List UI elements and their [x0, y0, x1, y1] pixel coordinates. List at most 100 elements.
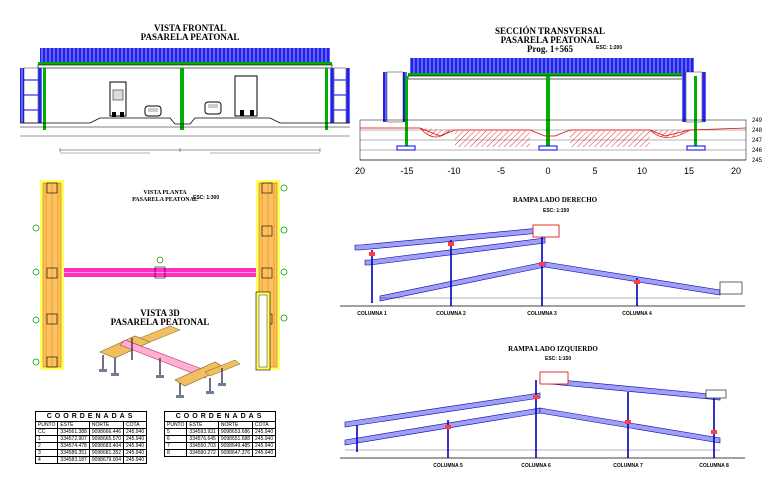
table-cell: 334593.931: [186, 428, 219, 436]
table-cell: 245.940: [123, 442, 148, 450]
seccion-x-tick: 5: [592, 166, 597, 176]
seccion-esc: ESC: 1:200: [596, 45, 623, 51]
rampa-izq-upper: [344, 392, 541, 428]
rampa-izq-title: RAMPA LADO IZQUIERDO: [508, 345, 598, 353]
table-cell: 9098679.004: [88, 456, 125, 464]
columna-label: COLUMNA 7: [613, 463, 643, 469]
seccion-title-line1: SECCIÓN TRANSVERSAL: [494, 26, 606, 36]
columna-label: COLUMNA 2: [436, 311, 466, 317]
table-cell: 9098653.686: [217, 428, 254, 436]
coord-col-header: COTA: [123, 421, 148, 429]
rampa-der-esc: ESC: 1:150: [543, 208, 570, 214]
rampa-izq-esc: ESC: 1:150: [545, 356, 572, 362]
seccion-prog: Prog. 1+565: [527, 44, 573, 54]
vista3d-title: VISTA 3D PASARELA PEATONAL: [95, 309, 225, 327]
table-cell: 245.940: [252, 428, 277, 436]
columna-label: COLUMNA 5: [433, 463, 463, 469]
table-cell: 245.940: [123, 449, 148, 457]
table-cell: 8: [163, 449, 188, 457]
seccion-hatch-right: [570, 131, 650, 147]
table-cell: 245.940: [123, 456, 148, 464]
seccion-y-tick: 247: [752, 138, 763, 144]
coord-col-header: PUNTO: [163, 421, 188, 429]
frontal-view: [20, 48, 350, 154]
frontal-deck-beam: [38, 62, 332, 65]
coord-col-header: ESTE: [186, 421, 219, 429]
table-cell: 245.940: [252, 442, 277, 450]
table-cell: CC: [34, 428, 59, 436]
table-cell: 334550.703: [186, 442, 219, 450]
planta-title-line1: VISTA PLANTA: [143, 190, 187, 196]
rampa-der-view: [340, 224, 745, 307]
table-cell: 5: [163, 428, 188, 436]
table-cell: 334576.645: [186, 435, 219, 443]
table-cell: 334586.351: [57, 449, 90, 457]
coord-col-header: NORTE: [217, 421, 254, 429]
seccion-deck-railing: [410, 58, 694, 74]
table-cell: 9098647.376: [217, 449, 254, 457]
table-cell: 9098683.404: [88, 442, 125, 450]
table-cell: 334572.907: [57, 435, 90, 443]
coord-col-header: ESTE: [57, 421, 90, 429]
table-cell: 245.940: [252, 449, 277, 457]
columna-label: COLUMNA 6: [521, 463, 551, 469]
seccion-x-tick: 0: [545, 166, 550, 176]
seccion-y-tick: 249: [752, 118, 763, 124]
frontal-center-column: [180, 68, 184, 130]
table-cell: 9098666.446: [88, 428, 125, 436]
seccion-y-tick: 246: [752, 148, 763, 154]
table-cell: 334574.478: [57, 442, 90, 450]
seccion-y-tick: 248: [752, 128, 763, 134]
planta-title-line2: PASARELA PEATONAL: [132, 197, 198, 203]
table-cell: 1: [34, 435, 59, 443]
columna-label: COLUMNA 1: [357, 311, 387, 317]
table-cell: 9098649.485: [217, 442, 254, 450]
rampa-izq-view: [340, 371, 745, 459]
frontal-title: VISTA FRONTAL PASARELA PEATONAL: [120, 24, 260, 42]
truck-right: [234, 75, 258, 117]
coord-header-right: COORDENADAS: [163, 411, 277, 422]
seccion-x-tick: 15: [684, 166, 694, 176]
columna-label: COLUMNA 4: [622, 311, 652, 317]
frontal-deck-railing: [40, 48, 330, 64]
table-cell: 6: [163, 435, 188, 443]
table-cell: 245.940: [123, 435, 148, 443]
planta-title: VISTA PLANTA PASARELA PEATONAL: [115, 190, 215, 204]
car-left: [144, 105, 162, 117]
rampa-der-columns: COLUMNA 1 COLUMNA 2 COLUMNA 3 COLUMNA 4: [357, 311, 652, 317]
seccion-x-tick: 20: [355, 166, 365, 176]
seccion-x-tick: 20: [731, 166, 741, 176]
planta-view: [32, 180, 288, 371]
columna-label: COLUMNA 3: [527, 311, 557, 317]
coord-col-header: NORTE: [88, 421, 125, 429]
coord-header-left: COORDENADAS: [34, 411, 148, 422]
rampa-der-title: RAMPA LADO DERECHO: [512, 196, 598, 204]
seccion-title-line2: PASARELA PEATONAL: [500, 35, 600, 45]
planta-esc: ESC: 1:300: [193, 195, 220, 201]
table-cell: 9098681.352: [88, 449, 125, 457]
table-cell: 9098665.570: [88, 435, 125, 443]
table-cell: 4: [34, 456, 59, 464]
columna-label: COLUMNA 8: [699, 463, 729, 469]
vista3d-title-line2: PASARELA PEATONAL: [110, 317, 210, 327]
table-cell: 3: [34, 449, 59, 457]
seccion-x-tick: 10: [637, 166, 647, 176]
frontal-title-line2: PASARELA PEATONAL: [140, 32, 240, 42]
seccion-x-tick: -15: [400, 166, 413, 176]
vista3d-view: [99, 325, 241, 398]
table-cell: 245.940: [123, 428, 148, 436]
coord-col-header: COTA: [252, 421, 277, 429]
seccion-x-tick: -10: [447, 166, 460, 176]
